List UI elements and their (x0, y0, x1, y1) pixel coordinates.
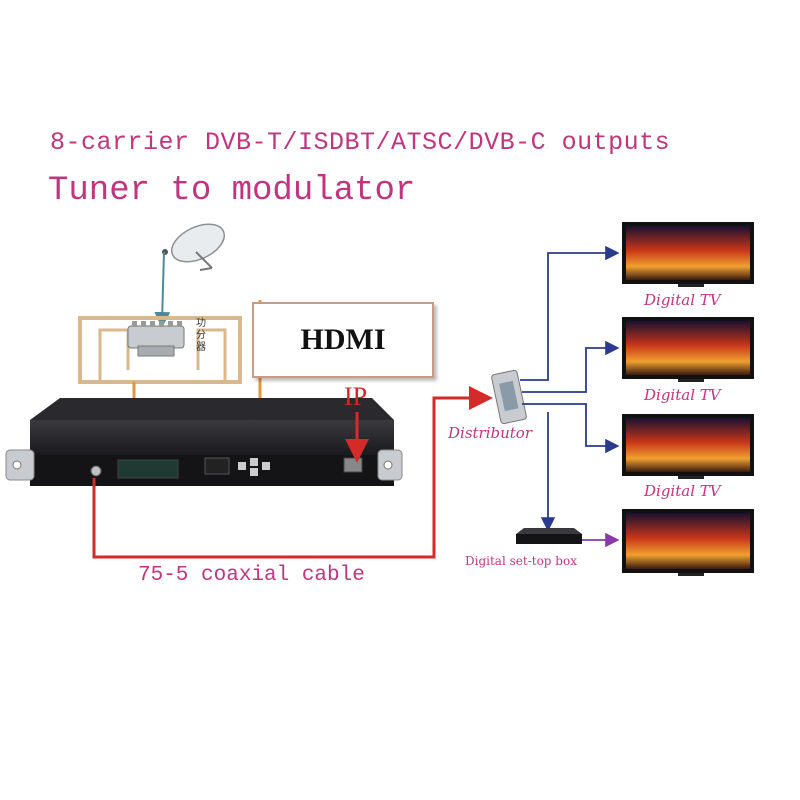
ip-label: IP (344, 382, 368, 411)
splitter-label: 功分器 (196, 318, 206, 353)
modulator-device (5, 398, 403, 486)
dish-feed-line (154, 251, 171, 328)
tv-label-2: Digital TV (644, 386, 721, 404)
title-tuner: Tuner to modulator (48, 172, 416, 210)
line-to-tv-1 (520, 245, 620, 381)
tv-4-icon (622, 509, 754, 576)
satellite-dish-icon (162, 223, 226, 271)
tv-2-icon (622, 317, 754, 382)
tv-3-icon (622, 414, 754, 479)
power-splitter (78, 316, 242, 384)
tv-label-1: Digital TV (644, 291, 721, 309)
tv-label-3: Digital TV (644, 482, 721, 500)
tv-1-icon (622, 222, 754, 287)
set-top-box-icon (516, 528, 582, 544)
hdmi-label: HDMI (300, 323, 386, 356)
line-to-tv-2 (522, 340, 620, 393)
distributor-label: Distributor (448, 424, 533, 442)
set-top-box-label: Digital set-top box (465, 554, 577, 568)
hdmi-box: HDMI (252, 302, 434, 378)
coaxial-cable (92, 386, 493, 559)
title-outputs: 8-carrier DVB-T/ISDBT/ATSC/DVB-C outputs (50, 128, 671, 157)
cable-label: 75-5 coaxial cable (138, 564, 365, 587)
line-to-tv-3 (522, 403, 620, 454)
distributor-device (491, 369, 527, 425)
